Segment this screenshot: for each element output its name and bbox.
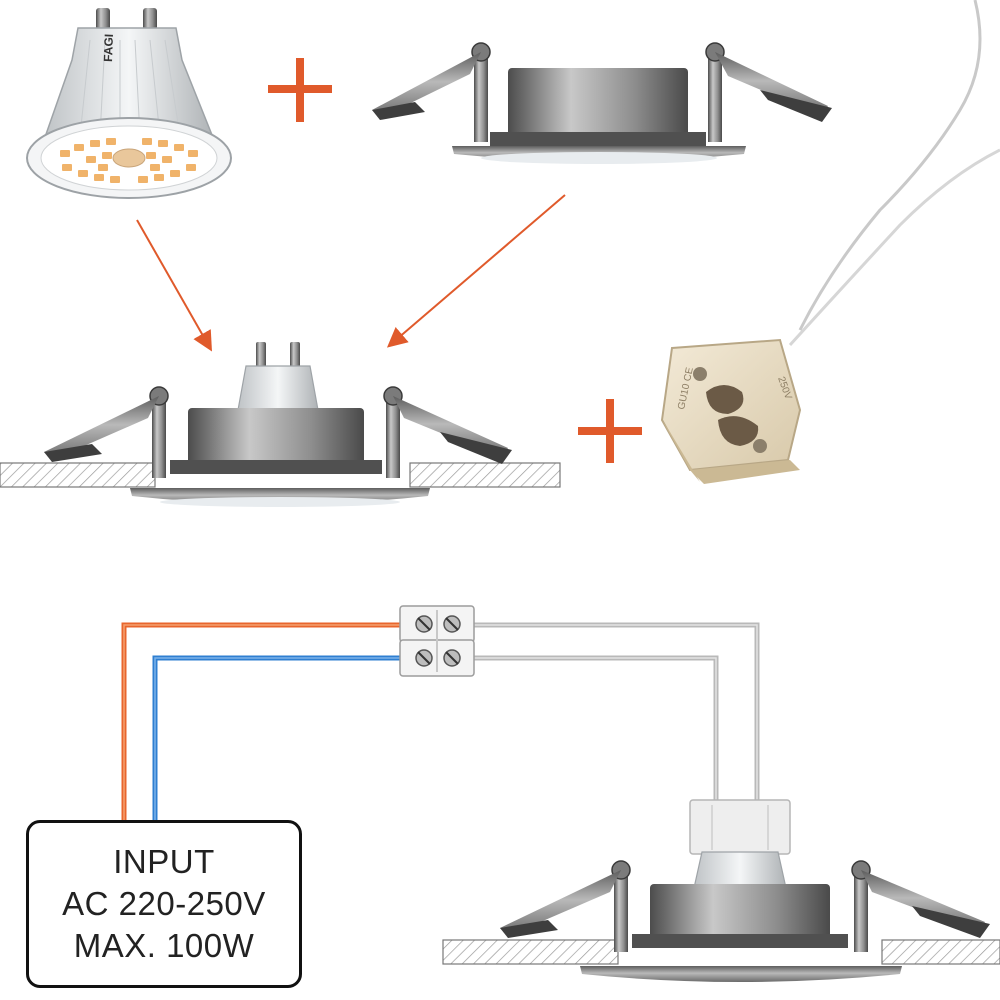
housing-cylinder bbox=[508, 68, 688, 144]
socket-cable bbox=[788, 148, 1000, 347]
plus-icon bbox=[268, 58, 332, 122]
arrow-icon bbox=[386, 194, 566, 348]
socket-cable bbox=[798, 0, 982, 331]
ceiling-panel-left bbox=[442, 939, 619, 965]
ceiling-panel-left bbox=[0, 462, 156, 488]
grey-wire-2 bbox=[470, 655, 719, 805]
socket-installed bbox=[689, 799, 791, 855]
gu10-socket: GU10 CE 250V bbox=[660, 0, 1000, 484]
wiring bbox=[121, 622, 760, 820]
bulb-brand-text: FAGI bbox=[101, 34, 116, 62]
assembled-downlight bbox=[0, 342, 561, 507]
spring-clip-left bbox=[44, 396, 159, 460]
ceiling-panel-right bbox=[881, 939, 1000, 965]
installed-downlight bbox=[442, 799, 1000, 982]
arrow-icon bbox=[136, 219, 212, 352]
bulb-pin-right bbox=[143, 8, 157, 30]
input-max-power: MAX. 100W bbox=[73, 927, 255, 964]
downlight-housing-top bbox=[372, 42, 832, 164]
spring-clip-left bbox=[372, 52, 481, 118]
plus-icon bbox=[578, 399, 642, 463]
bulb-pin-left bbox=[96, 8, 110, 30]
input-spec-box: INPUT AC 220-250V MAX. 100W bbox=[26, 820, 302, 988]
input-label: INPUT bbox=[113, 843, 215, 880]
live-wire bbox=[121, 622, 405, 820]
spring-clip-left bbox=[500, 870, 621, 936]
neutral-wire bbox=[152, 655, 405, 820]
terminal-block-icon bbox=[399, 605, 475, 677]
input-voltage: AC 220-250V bbox=[62, 885, 266, 922]
gu10-led-bulb: FAGI bbox=[26, 8, 232, 199]
led-chips bbox=[60, 138, 198, 183]
ceiling-panel-right bbox=[409, 462, 561, 488]
bulb-inserted bbox=[237, 365, 319, 411]
